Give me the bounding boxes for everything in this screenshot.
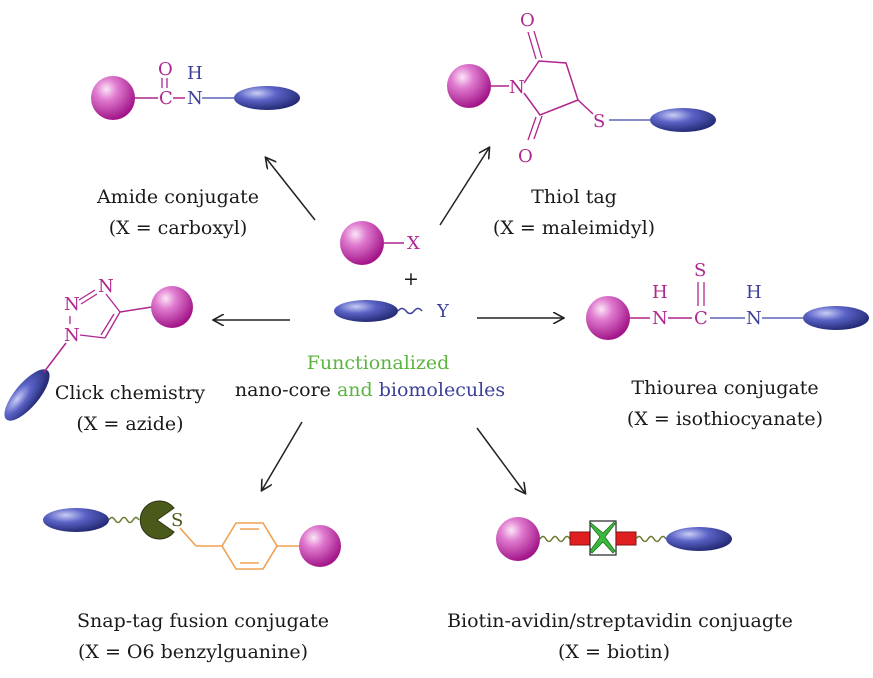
amide-atom-h: H [187, 63, 203, 84]
arrow-to-snap [262, 421, 303, 490]
click-biomolecule [4, 369, 50, 421]
snap-biomolecule [43, 508, 109, 532]
click-group: N N N Click chemistry (X = azide) [4, 276, 206, 435]
click-nn-double-b [80, 293, 98, 305]
center-title-line2: nano-core and biomolecules [235, 379, 505, 401]
biotin-biomolecule [666, 527, 732, 551]
snap-nanocore-sphere [299, 525, 341, 567]
center-title-line1: Functionalized [307, 352, 450, 374]
thiourea-caption: Thiourea conjugate [631, 377, 818, 399]
snap-atom-s: S [171, 510, 183, 531]
snap-x-desc: (X = O6 benzylguanine) [78, 641, 308, 663]
thiourea-atom-n1: N [652, 308, 668, 329]
biotin-linker-left [539, 535, 571, 543]
thiourea-group: H N C S H N Thiourea conjugate (X = isot… [586, 260, 869, 430]
thiol-co-bottom-b [533, 115, 543, 140]
biotin-linker-right [635, 535, 667, 543]
center-line2-and: and [337, 379, 379, 401]
biotin-caption: Biotin-avidin/streptavidin conjuagte [447, 610, 793, 632]
thiol-co-bottom-a [527, 116, 537, 141]
biotin-nanocore-sphere [496, 517, 540, 561]
biotin-x-desc: (X = biotin) [558, 641, 670, 663]
biotin-avidin-cross [589, 521, 616, 554]
center-plus: + [403, 268, 419, 290]
thiol-atom-n: N [509, 77, 525, 98]
thiol-atom-o-top: O [520, 10, 535, 31]
click-caption: Click chemistry [55, 382, 206, 404]
amide-atom-c: C [159, 88, 173, 109]
thiol-atom-s: S [593, 111, 605, 132]
arrow-to-amide [266, 158, 316, 221]
amide-atom-n: N [187, 88, 203, 109]
click-c-n-bond [79, 334, 106, 339]
thiourea-atom-n2: N [746, 308, 762, 329]
arrow-to-thiol [439, 148, 489, 226]
center-line2-biomolecules: biomolecules [379, 379, 505, 401]
center-biomolecule [334, 300, 398, 322]
thiourea-biomolecule [803, 306, 869, 330]
center-nanocore-sphere [340, 221, 384, 265]
snap-benzyl-ring [221, 522, 278, 570]
click-atom-n1: N [64, 325, 80, 346]
thiol-co-top-b [533, 30, 543, 59]
amide-group: C O H N Amide conjugate (X = carboxyl) [91, 59, 300, 239]
thiol-x-desc: (X = maleimidyl) [493, 217, 655, 239]
center-x-label: X [407, 233, 420, 254]
click-atom-n2: N [64, 294, 80, 315]
thiol-atom-o-bottom: O [518, 146, 533, 167]
click-cc-double [100, 313, 115, 336]
center-line2-nanocore: nano-core [235, 379, 337, 401]
click-nanocore-sphere [151, 286, 193, 328]
center-y-label: Y [436, 301, 450, 322]
click-cc-bond [104, 311, 121, 339]
biotin-right-red [615, 531, 637, 546]
amide-x-desc: (X = carboxyl) [109, 217, 248, 239]
thiourea-x-desc: (X = isothiocyanate) [627, 408, 823, 430]
thiol-biomolecule [650, 108, 716, 132]
amide-nanocore-sphere [91, 76, 135, 120]
amide-caption: Amide conjugate [96, 186, 259, 208]
arrow-to-biotin [476, 427, 525, 493]
snap-linker [108, 516, 140, 524]
arrows [214, 148, 563, 493]
snap-s-ch2-bond [179, 527, 197, 547]
thiourea-nanocore-sphere [586, 296, 630, 340]
thiol-cs-bond [577, 99, 594, 115]
biotin-group: Biotin-avidin/streptavidin conjuagte (X … [447, 517, 793, 663]
thiol-group: N O O S Thiol tag (X = maleimidyl) [447, 10, 716, 239]
thiol-caption: Thiol tag [531, 186, 617, 208]
amide-biomolecule [234, 86, 300, 110]
thiol-co-top-a [527, 31, 537, 60]
snap-protein-pacman [139, 500, 175, 540]
thiol-maleimide-ring [523, 60, 579, 116]
click-nn-double-a [78, 289, 96, 301]
center-group: X + Y Functionalized nano-core and biomo… [235, 221, 505, 401]
click-x-desc: (X = azide) [76, 413, 183, 435]
thiourea-atom-h2: H [746, 282, 762, 303]
snap-caption: Snap-tag fusion conjugate [77, 610, 329, 632]
click-n-c-bond [105, 293, 121, 313]
biotin-left-red [569, 531, 591, 546]
click-bond-bio [43, 342, 67, 373]
center-linker [397, 307, 423, 315]
click-atom-n3: N [98, 276, 114, 297]
thiol-nanocore-sphere [447, 64, 491, 108]
thiourea-atom-h1: H [652, 282, 668, 303]
click-bond-core [119, 306, 153, 313]
thiourea-atom-s: S [694, 260, 706, 281]
thiourea-atom-c: C [694, 308, 708, 329]
snap-group: S Snap-tag fusion conjugate (X = O6 benz… [43, 500, 341, 663]
amide-atom-o: O [158, 59, 173, 80]
